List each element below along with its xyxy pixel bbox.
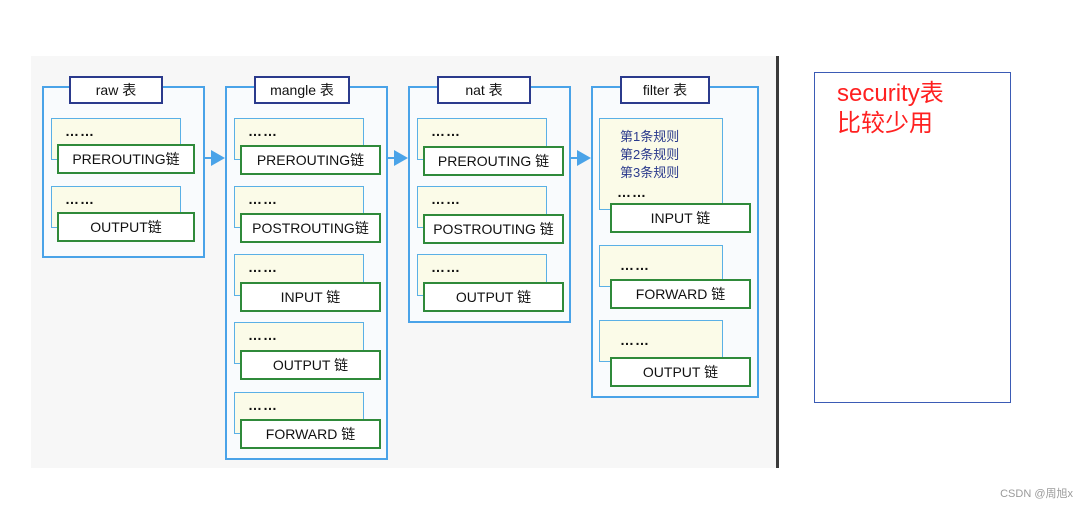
filter-forward-chain: FORWARD 链 — [610, 279, 751, 309]
vertical-divider — [776, 56, 779, 468]
chain-dots: …… — [248, 259, 278, 275]
security-note-box: security表 比较少用 — [814, 72, 1011, 403]
filter-table-title: filter 表 — [620, 76, 710, 104]
rule-1: 第1条规则 — [620, 129, 680, 144]
chain-dots: …… — [431, 123, 461, 139]
chain-dots: …… — [65, 191, 95, 207]
filter-output-chain: OUTPUT 链 — [610, 357, 751, 387]
raw-table-title: raw 表 — [69, 76, 163, 104]
chain-dots: …… — [620, 257, 650, 273]
chain-dots: …… — [617, 184, 647, 200]
mangle-table: mangle 表 …… PREROUTING链 …… POSTROUTING链 … — [225, 76, 388, 460]
nat-output-chain: OUTPUT 链 — [423, 282, 564, 312]
nat-table-title: nat 表 — [437, 76, 531, 104]
chain-dots: …… — [431, 259, 461, 275]
rule-3: 第3条规则 — [620, 165, 680, 180]
mangle-input-chain: INPUT 链 — [240, 282, 381, 312]
chain-dots: …… — [248, 397, 278, 413]
mangle-forward-chain: FORWARD 链 — [240, 419, 381, 449]
chain-dots: …… — [248, 123, 278, 139]
rule-2: 第2条规则 — [620, 147, 680, 162]
mangle-table-title: mangle 表 — [254, 76, 350, 104]
chain-dots: …… — [65, 123, 95, 139]
mangle-postrouting-chain: POSTROUTING链 — [240, 213, 381, 243]
rules-card: 第1条规则 第2条规则 第3条规则 …… — [599, 118, 723, 210]
nat-prerouting-chain: PREROUTING 链 — [423, 146, 564, 176]
security-note-text: security表 比较少用 — [837, 79, 944, 139]
chain-dots: …… — [248, 191, 278, 207]
chain-dots: …… — [431, 191, 461, 207]
mangle-output-chain: OUTPUT 链 — [240, 350, 381, 380]
raw-table: raw 表 …… PREROUTING链 …… OUTPUT链 — [42, 76, 205, 258]
chain-dots: …… — [248, 327, 278, 343]
chain-dots: …… — [620, 332, 650, 348]
mangle-prerouting-chain: PREROUTING链 — [240, 145, 381, 175]
nat-postrouting-chain: POSTROUTING 链 — [423, 214, 564, 244]
raw-output-chain: OUTPUT链 — [57, 212, 195, 242]
filter-input-chain: INPUT 链 — [610, 203, 751, 233]
note-line-2: 比较少用 — [837, 110, 933, 137]
raw-prerouting-chain: PREROUTING链 — [57, 144, 195, 174]
watermark: CSDN @周旭x — [1000, 488, 1073, 500]
filter-table: filter 表 第1条规则 第2条规则 第3条规则 …… INPUT 链 ……… — [591, 76, 759, 398]
note-line-1: security表 — [837, 80, 944, 107]
nat-table: nat 表 …… PREROUTING 链 …… POSTROUTING 链 …… — [408, 76, 571, 323]
